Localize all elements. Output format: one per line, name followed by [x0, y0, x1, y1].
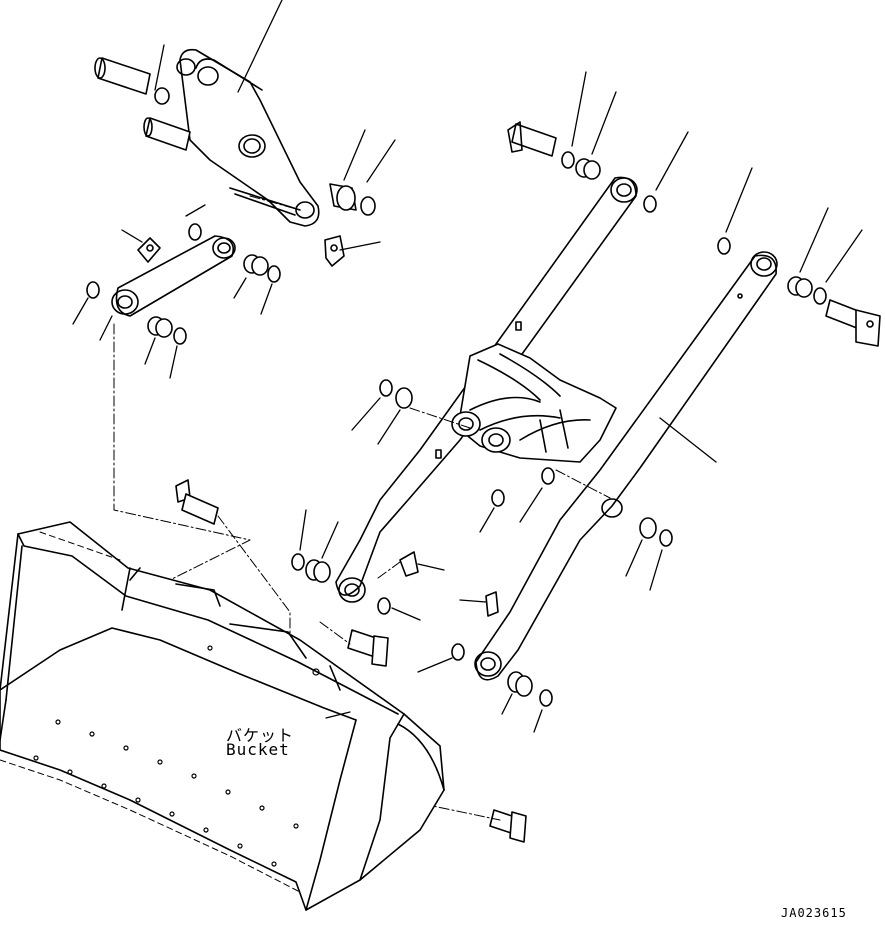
leader-lines-middle [352, 398, 542, 532]
o-ring-17 [660, 530, 672, 546]
alignment-lines [114, 196, 610, 820]
o-ring-5 [268, 266, 280, 282]
grease-fitting-4 [460, 592, 498, 616]
small-plate-1 [516, 322, 521, 330]
bell-crank [177, 50, 319, 226]
bucket-label-japanese: バケット [226, 726, 295, 745]
o-ring-18 [540, 690, 552, 706]
bushing-2 [244, 255, 268, 275]
grease-fitting-1 [325, 236, 344, 266]
grease-hole [738, 294, 742, 298]
pin-bucket-1 [176, 480, 218, 524]
o-ring-4 [87, 282, 99, 298]
bushing-6 [396, 388, 412, 408]
pin-bucket-2 [348, 630, 388, 666]
o-ring-3 [189, 224, 201, 240]
leader-lines-right-top [572, 72, 862, 462]
bushing-4 [576, 159, 600, 179]
o-ring-9 [718, 238, 730, 254]
lift-arm-right [475, 252, 777, 680]
o-ring-8 [644, 196, 656, 212]
grease-fitting-2 [138, 238, 160, 262]
leader-lines-lower-left [300, 510, 338, 558]
o-ring-16 [452, 644, 464, 660]
bushing-9 [508, 672, 532, 696]
link-rod [112, 236, 235, 316]
drawing-number: JA023615 [781, 906, 847, 920]
bucket-label-leader [326, 712, 350, 718]
bucket [0, 522, 444, 910]
bushing-3 [148, 317, 172, 337]
bucket-label-english: Bucket [226, 740, 290, 759]
leader-lines-lower-right [626, 540, 662, 590]
o-ring-13 [542, 468, 554, 484]
o-ring-15 [378, 598, 390, 614]
cross-tube [452, 344, 616, 462]
pin-right-side [826, 300, 880, 346]
o-ring-14 [292, 554, 304, 570]
bushing-7 [306, 560, 330, 582]
o-ring-6 [174, 328, 186, 344]
small-plate-2 [436, 450, 441, 458]
bushing-1 [330, 184, 356, 210]
o-ring-12 [492, 490, 504, 506]
leader-lines-link [73, 205, 272, 378]
o-ring-10 [814, 288, 826, 304]
bushing-5 [788, 277, 812, 297]
leader-lines-top-left [122, 0, 395, 250]
bucket-dashed-edges [0, 532, 300, 892]
bushing-8 [640, 518, 656, 538]
pin-bucket-3 [490, 810, 526, 842]
pin-top-left-1 [95, 58, 150, 94]
bucket-bolt-holes [34, 646, 319, 866]
pin-top-left-2 [144, 118, 190, 150]
o-ring-7 [562, 152, 574, 168]
leader-o-ring-15 [392, 608, 420, 620]
leader-lines-bottom [502, 694, 542, 732]
pin-right-top [508, 122, 556, 156]
o-ring-2 [361, 197, 375, 215]
o-ring-11 [380, 380, 392, 396]
grease-fitting-3 [400, 552, 444, 576]
o-ring-1 [155, 88, 169, 104]
leader-o-ring-16 [418, 658, 452, 672]
